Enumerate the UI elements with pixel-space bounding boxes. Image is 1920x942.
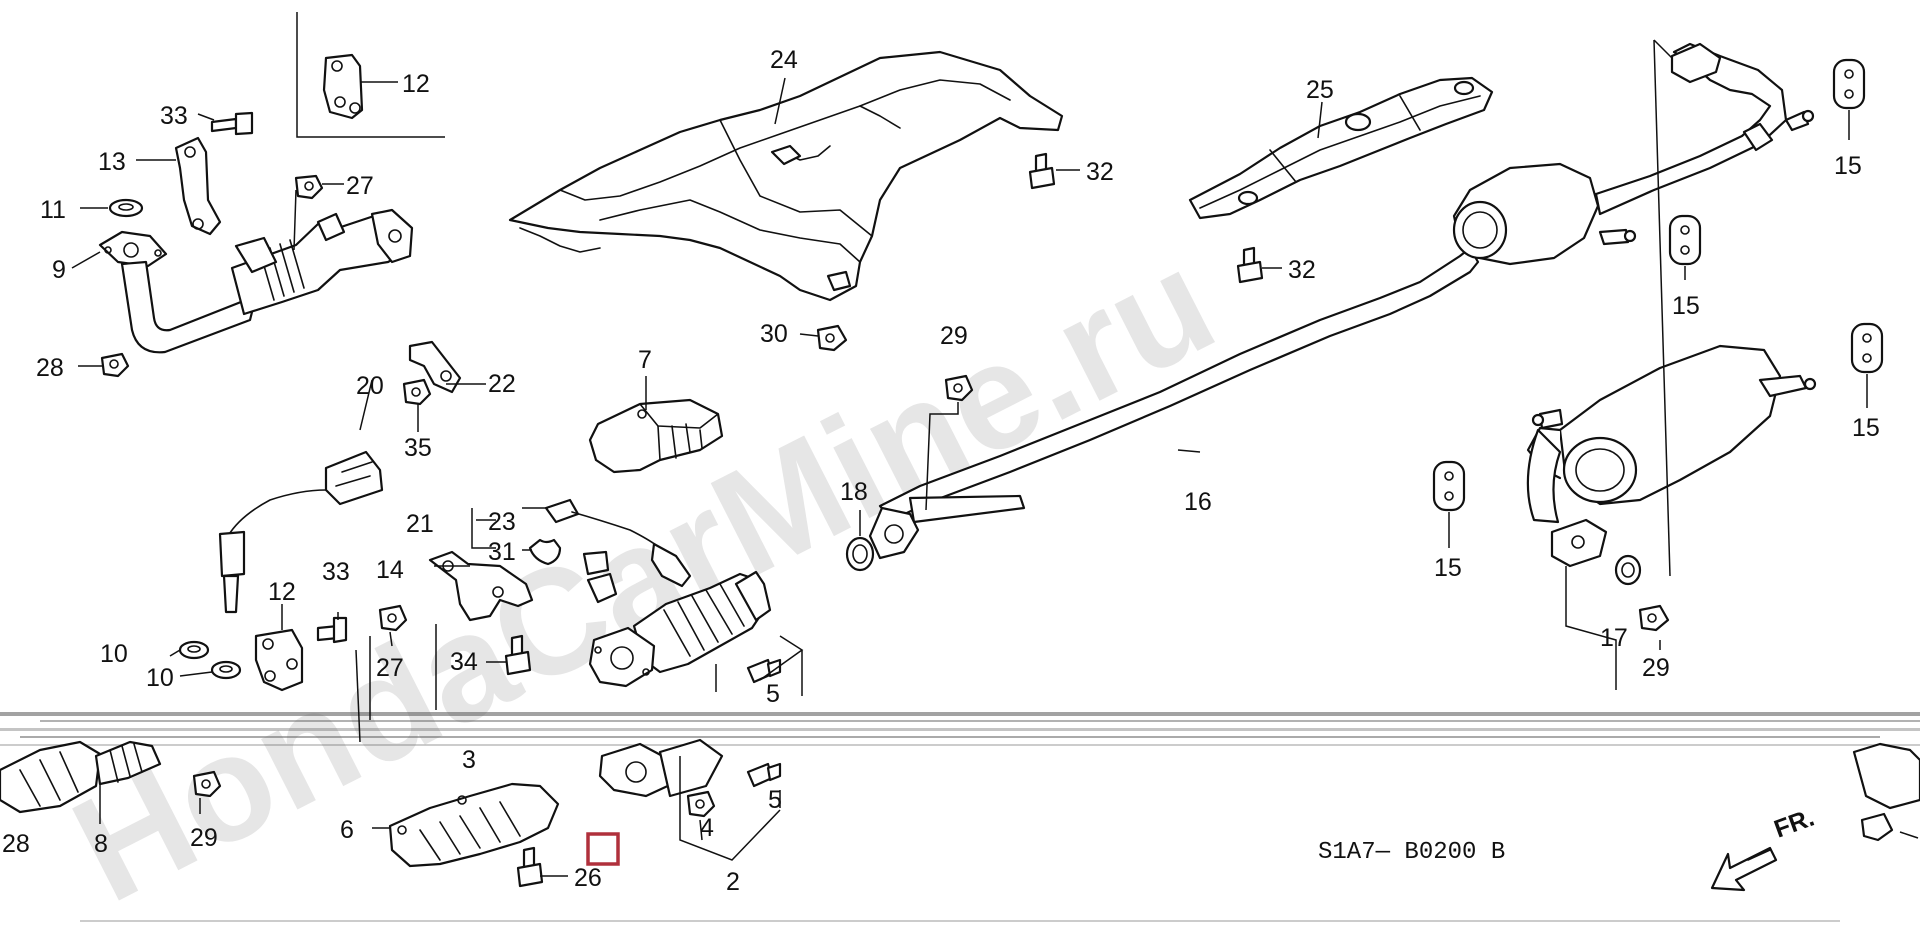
label-29[interactable]: 29 [1642,654,1670,682]
part-29-nut-center[interactable] [944,374,974,402]
part-15-hanger-2[interactable] [1668,214,1702,266]
label-10[interactable]: 10 [100,640,128,668]
label-3[interactable]: 3 [462,746,476,774]
label-29[interactable]: 29 [190,824,218,852]
part-5-sensor-plug-lower[interactable] [746,762,782,788]
label-17[interactable]: 17 [1600,624,1628,652]
part-17-rear-muffler[interactable] [1526,344,1817,568]
leader-lines [71,39,1919,877]
part-5-sensor-plug-top[interactable] [746,658,782,684]
part-26-bolt[interactable] [516,846,544,888]
label-18[interactable]: 18 [840,478,868,506]
label-28[interactable]: 28 [36,354,64,382]
label-9[interactable]: 9 [52,256,66,284]
label-7[interactable]: 7 [638,346,652,374]
label-21[interactable]: 21 [406,510,434,538]
label-33[interactable]: 33 [160,102,188,130]
part-27-nut-top[interactable] [294,174,324,200]
label-25[interactable]: 25 [1306,76,1334,104]
part-30-nut[interactable] [816,324,848,352]
part-27-nut-mid[interactable] [378,604,408,632]
label-16[interactable]: 16 [1184,488,1212,516]
part-18-gasket[interactable] [845,536,875,572]
label-22[interactable]: 22 [488,370,516,398]
part-35-nut[interactable] [402,378,432,406]
part-4-bolt[interactable] [686,790,716,818]
label-12[interactable]: 12 [268,578,296,606]
label-8[interactable]: 8 [94,830,108,858]
part-15-hanger-1[interactable] [1832,58,1866,110]
part-10-washer-2[interactable] [210,660,242,680]
label-23[interactable]: 23 [488,508,516,536]
part-2-catalytic-converter[interactable] [588,570,772,688]
part-9-front-pipe[interactable] [98,208,414,354]
part-labels: 12 33 13 11 27 9 28 24 32 30 25 32 15 15… [2,46,1880,896]
label-4[interactable]: 4 [700,814,714,842]
label-20[interactable]: 20 [356,372,384,400]
part-11-washer[interactable] [108,198,144,218]
part-2-converter-lower[interactable] [598,738,724,798]
part-23-sensor-harness[interactable] [528,498,692,604]
label-10[interactable]: 10 [146,664,174,692]
front-direction-arrow: FR. [1710,804,1818,892]
label-29[interactable]: 29 [940,322,968,350]
part-32-bolt-right[interactable] [1236,246,1264,284]
part-15-hanger-3[interactable] [1850,322,1884,374]
label-27[interactable]: 27 [346,172,374,200]
part-6-heat-shield[interactable] [388,782,560,868]
part-34-bolt[interactable] [504,634,532,676]
part-12-bracket-lower[interactable] [254,628,304,692]
part-16-exhaust-pipe[interactable] [868,42,1815,560]
part-7-heat-shield[interactable] [588,398,724,474]
label-34[interactable]: 34 [450,648,478,676]
part-24-heat-shield[interactable] [508,50,1064,302]
highlight-marker[interactable] [586,832,620,866]
label-32[interactable]: 32 [1086,158,1114,186]
label-14[interactable]: 14 [376,556,404,584]
part-15-hanger-4[interactable] [1432,460,1466,512]
part-10-washer-1[interactable] [178,640,210,660]
label-30[interactable]: 30 [760,320,788,348]
label-35[interactable]: 35 [404,434,432,462]
label-11[interactable]: 11 [40,196,66,224]
label-26[interactable]: 26 [574,864,602,892]
label-28[interactable]: 28 [2,830,30,858]
part-29-nut-right[interactable] [1638,604,1670,632]
part-32-bolt-center[interactable] [1028,152,1056,190]
part-8-front-converter[interactable] [0,740,162,814]
part-25-heat-shield[interactable] [1188,76,1494,220]
part-17-gasket[interactable] [1614,554,1642,586]
part-29-nut-lower[interactable] [192,770,222,798]
part-33-bolt-mid[interactable] [316,616,348,644]
label-24[interactable]: 24 [770,46,798,74]
label-5[interactable]: 5 [768,786,782,814]
label-13[interactable]: 13 [98,148,126,176]
scan-noise-band [0,712,1920,922]
direction-label: FR. [1770,804,1817,844]
label-15[interactable]: 15 [1834,152,1862,180]
label-15[interactable]: 15 [1852,414,1880,442]
label-12[interactable]: 12 [402,70,430,98]
label-15[interactable]: 15 [1434,554,1462,582]
part-20-oxygen-sensor[interactable] [218,450,384,614]
part-28-nut-top[interactable] [100,352,130,378]
label-32[interactable]: 32 [1288,256,1316,284]
label-6[interactable]: 6 [340,816,354,844]
label-33[interactable]: 33 [322,558,350,586]
part-28-rear-converter[interactable] [1852,742,1920,842]
label-2[interactable]: 2 [726,868,740,896]
label-15[interactable]: 15 [1672,292,1700,320]
label-27[interactable]: 27 [376,654,404,682]
label-5[interactable]: 5 [766,680,780,708]
part-13-bracket[interactable] [174,136,222,236]
part-33-bolt-top[interactable] [210,111,254,136]
frame-box [296,12,445,138]
part-12-bracket-top[interactable] [322,53,364,120]
label-31[interactable]: 31 [488,538,516,566]
part-22-bracket[interactable] [408,340,462,394]
diagram-code: S1A7— B0200 B [1318,839,1505,866]
